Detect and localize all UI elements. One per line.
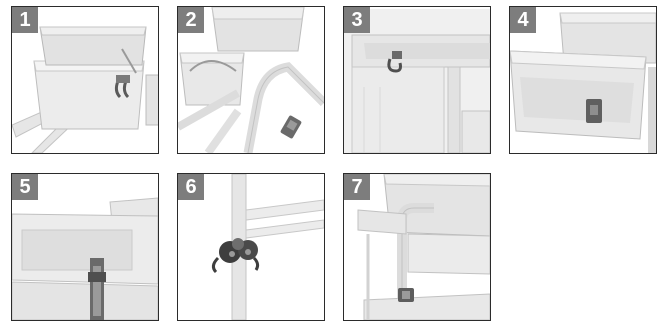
step-panel-4: 4	[509, 6, 657, 154]
step-panel-3: 3	[343, 6, 491, 154]
step-number: 4	[510, 7, 536, 33]
step-panel-6: 6	[177, 173, 325, 321]
step-panel-7: 7	[343, 173, 491, 321]
step-number: 1	[12, 7, 38, 33]
step-number: 2	[178, 7, 204, 33]
step-number: 5	[12, 174, 38, 200]
step-panel-2: 2	[177, 6, 325, 154]
step-number: 3	[344, 7, 370, 33]
step-panel-1: 1	[11, 6, 159, 154]
step-number: 7	[344, 174, 370, 200]
step-number: 6	[178, 174, 204, 200]
step-panel-5: 5	[11, 173, 159, 321]
